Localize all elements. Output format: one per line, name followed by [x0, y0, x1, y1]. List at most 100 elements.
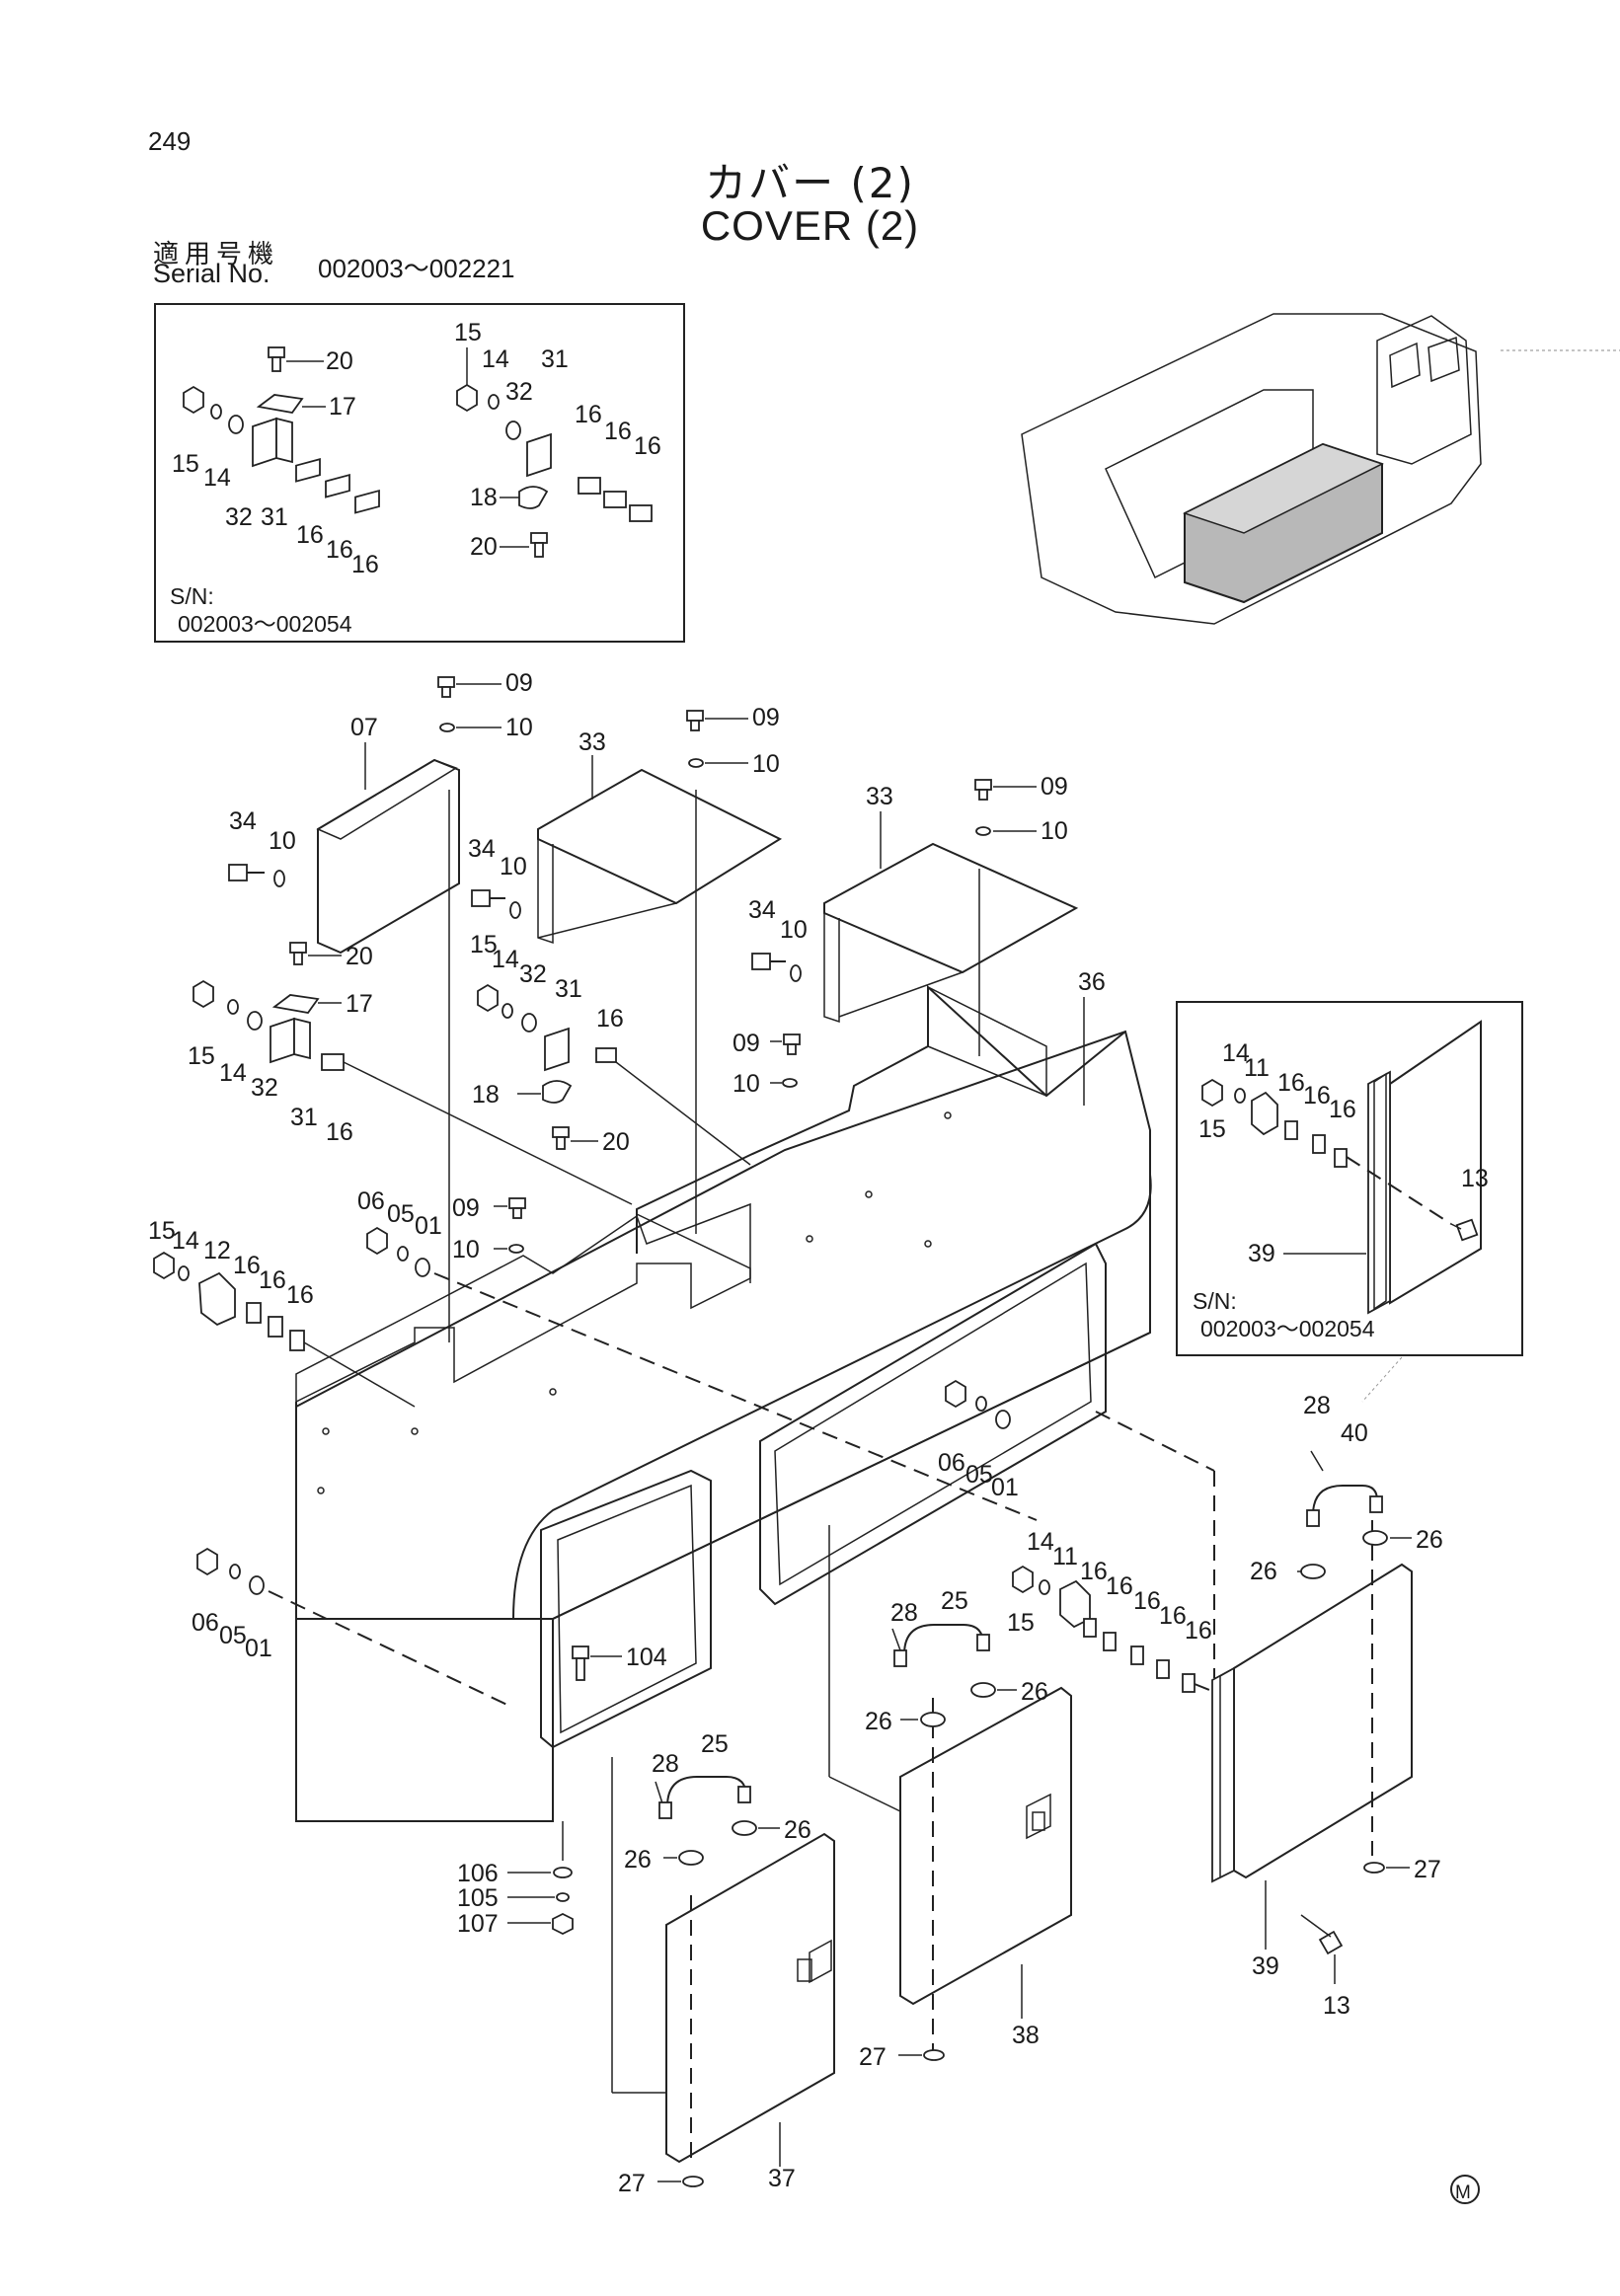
- label-20: 20: [326, 347, 353, 375]
- label-16: 16: [596, 1005, 624, 1033]
- label-16: 16: [1329, 1096, 1356, 1123]
- label-09: 09: [733, 1030, 760, 1057]
- page-title-english: COVER (2): [700, 202, 920, 249]
- label-12: 12: [203, 1237, 231, 1264]
- hinge-group-left: [193, 942, 633, 1205]
- label-17: 17: [329, 393, 356, 421]
- label-25: 25: [941, 1587, 968, 1615]
- label-14: 14: [172, 1227, 199, 1255]
- bolt-icon: [268, 346, 324, 372]
- label-09: 09: [752, 704, 780, 731]
- label-10: 10: [452, 1236, 480, 1263]
- label-15: 15: [188, 1042, 215, 1070]
- label-27: 27: [618, 2170, 646, 2197]
- label-16: 16: [259, 1266, 286, 1294]
- hinge-group-center: [477, 983, 751, 1166]
- door-38: [828, 1525, 1072, 2053]
- label-38: 38: [1012, 2022, 1040, 2049]
- label-16: 16: [604, 418, 632, 445]
- label-10: 10: [752, 750, 780, 778]
- serial-range: 002003～002221: [318, 254, 515, 283]
- label-16: 16: [1106, 1572, 1133, 1600]
- label-32: 32: [519, 960, 547, 988]
- label-16: 16: [1277, 1069, 1305, 1097]
- label-14: 14: [482, 345, 509, 373]
- label-26: 26: [624, 1846, 652, 1874]
- label-11: 11: [1052, 1543, 1078, 1570]
- label-34: 34: [748, 896, 776, 924]
- label-16: 16: [1133, 1587, 1161, 1615]
- label-06: 06: [357, 1187, 385, 1215]
- label-14: 14: [219, 1059, 247, 1087]
- label-15: 15: [148, 1217, 176, 1245]
- label-10: 10: [733, 1070, 760, 1098]
- washer-icon: [488, 394, 500, 410]
- label-32: 32: [505, 378, 533, 406]
- label-33: 33: [579, 728, 606, 756]
- label-16: 16: [286, 1281, 314, 1309]
- label-31: 31: [541, 345, 569, 373]
- label-14: 14: [203, 464, 231, 492]
- label-28: 28: [890, 1599, 918, 1627]
- label-13: 13: [1461, 1165, 1489, 1192]
- label-09: 09: [452, 1194, 480, 1222]
- label-05: 05: [387, 1200, 415, 1228]
- main-cover-box: [295, 984, 1152, 1822]
- label-18: 18: [470, 484, 498, 511]
- door-37-fittings: [655, 1776, 780, 2187]
- panel-33-right: [823, 842, 1079, 1024]
- label-15: 15: [1198, 1115, 1226, 1143]
- label-15: 15: [454, 319, 482, 346]
- machine-overview: [1021, 313, 1620, 625]
- label-01: 01: [991, 1474, 1019, 1501]
- bracket-icon: [252, 417, 277, 468]
- label-15: 15: [470, 931, 498, 958]
- label-31: 31: [290, 1104, 318, 1131]
- label-16: 16: [296, 521, 324, 549]
- label-16: 16: [634, 432, 661, 460]
- label-17: 17: [346, 990, 373, 1018]
- label-34: 34: [468, 835, 496, 863]
- label-20: 20: [346, 943, 373, 970]
- label-28: 28: [652, 1750, 679, 1778]
- fasteners-top: [437, 676, 1037, 1254]
- serial-label-japanese: 適用号機: [153, 240, 280, 269]
- latch-group-right: [1012, 1565, 1255, 1709]
- label-20: 20: [470, 533, 498, 561]
- label-16: 16: [351, 551, 379, 578]
- label-31: 31: [261, 503, 288, 531]
- latch-group-left: [153, 1251, 416, 1408]
- label-106: 106: [457, 1860, 499, 1887]
- shim-icon: [295, 458, 321, 483]
- label-27: 27: [1414, 1856, 1441, 1883]
- label-18: 18: [472, 1081, 500, 1109]
- label-105: 105: [457, 1884, 499, 1912]
- label-09: 09: [505, 669, 533, 697]
- m-mark-letter: M: [1455, 2182, 1471, 2203]
- label-31: 31: [555, 975, 582, 1003]
- label-10: 10: [269, 827, 296, 855]
- panel-33-left: [537, 768, 783, 945]
- label-10: 10: [500, 853, 527, 880]
- inset-right-sn-range: 002003～002054: [1200, 1316, 1375, 1341]
- label-05: 05: [219, 1622, 247, 1649]
- washer-icon: [210, 404, 222, 420]
- label-33: 33: [866, 783, 893, 810]
- latch-icon: [518, 486, 549, 509]
- label-27: 27: [859, 2043, 887, 2071]
- shim-icon: [354, 489, 380, 514]
- label-36: 36: [1078, 968, 1106, 996]
- label-16: 16: [233, 1252, 261, 1279]
- label-14: 14: [1222, 1039, 1250, 1067]
- label-28: 28: [1303, 1392, 1331, 1419]
- door-39: [1095, 1411, 1413, 1883]
- fasteners-06-05-01-lower: [196, 1547, 514, 1709]
- label-32: 32: [225, 503, 253, 531]
- nut-icon: [456, 383, 478, 413]
- page-number: 249: [148, 126, 192, 156]
- bolt-icon: [530, 532, 548, 544]
- label-14: 14: [492, 946, 519, 973]
- label-06: 06: [192, 1609, 219, 1637]
- label-26: 26: [1021, 1678, 1048, 1706]
